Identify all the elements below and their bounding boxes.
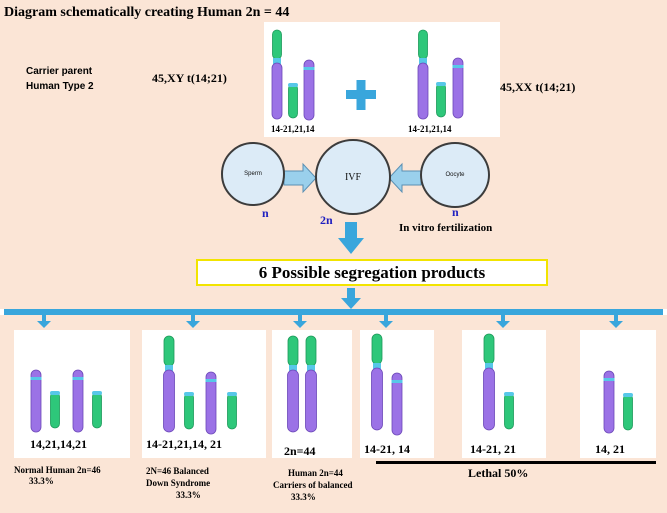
product-1-caption-line1: Normal Human 2n=46 bbox=[14, 465, 101, 475]
lethal-label: Lethal 50% bbox=[468, 466, 529, 480]
product-4-label: 14-21, 14 bbox=[364, 442, 410, 456]
ivf-down-arrow bbox=[338, 222, 364, 254]
product-2-chromosomes bbox=[163, 335, 238, 435]
carrier-parent-label: Carrier parent bbox=[26, 66, 93, 77]
product-5-chromosomes bbox=[483, 333, 515, 431]
product-card-2 bbox=[142, 330, 266, 458]
segregation-down-arrow bbox=[341, 288, 361, 309]
distribution-bar bbox=[4, 309, 663, 315]
oocyte-ploidy: n bbox=[452, 205, 459, 219]
product-3-label: 2n=44 bbox=[284, 444, 316, 458]
product-5-label: 14-21, 21 bbox=[470, 442, 516, 456]
oocyte-label: Oocyte bbox=[445, 172, 465, 178]
product-3-caption-line1: Human 2n=44 bbox=[288, 468, 343, 478]
product-arrow-2 bbox=[186, 315, 200, 328]
male-karyotype-label: 45,XY t(14;21) bbox=[152, 71, 227, 85]
product-1-chromosomes bbox=[30, 369, 103, 433]
female-karyotype-label: 45,XX t(14;21) bbox=[500, 80, 576, 94]
product-card-6 bbox=[580, 330, 656, 458]
sperm-ploidy: n bbox=[262, 206, 269, 220]
product-2-label: 14-21,21,14, 21 bbox=[146, 437, 222, 451]
product-arrow-1 bbox=[37, 315, 51, 328]
oocyte-to-ivf-arrow bbox=[388, 162, 422, 194]
product-3-caption-line3: 33.3% bbox=[291, 492, 316, 502]
product-arrow-4 bbox=[379, 315, 393, 328]
ivf-caption: In vitro fertilization bbox=[399, 222, 493, 234]
sperm-to-ivf-arrow bbox=[283, 162, 317, 194]
product-2-caption-line2: Down Syndrome bbox=[146, 478, 211, 488]
product-arrow-6 bbox=[609, 315, 623, 328]
ivf-label: IVF bbox=[344, 171, 362, 183]
oocyte-circle: Oocyte bbox=[420, 142, 490, 208]
diagram-title: Diagram schematically creating Human 2n … bbox=[4, 5, 290, 20]
male-set-label: 14-21,21,14 bbox=[271, 124, 315, 134]
product-6-label: 14, 21 bbox=[595, 442, 625, 456]
product-6-chromosomes bbox=[603, 370, 634, 434]
ivf-ploidy: 2n bbox=[320, 213, 333, 227]
product-4-chromosomes bbox=[371, 333, 403, 436]
product-arrows bbox=[37, 315, 623, 328]
product-2-caption-line1: 2N=46 Balanced bbox=[146, 466, 209, 476]
product-3-caption-line2: Carriers of balanced bbox=[273, 480, 353, 490]
lethal-underline bbox=[376, 461, 656, 464]
product-1-caption-line2: 33.3% bbox=[29, 476, 54, 486]
product-arrow-3 bbox=[293, 315, 307, 328]
segregation-products-text: 6 Possible segregation products bbox=[258, 262, 486, 282]
sperm-circle: Sperm bbox=[221, 142, 285, 206]
sperm-label: Sperm bbox=[244, 171, 262, 177]
carrier-type-label: Human Type 2 bbox=[26, 81, 94, 92]
plus-symbol bbox=[346, 80, 376, 110]
product-1-label: 14,21,14,21 bbox=[30, 437, 87, 451]
segregation-products-title: 6 Possible segregation products bbox=[196, 259, 548, 286]
product-2-caption-line3: 33.3% bbox=[176, 490, 201, 500]
product-3-chromosomes bbox=[287, 335, 317, 433]
ivf-circle: IVF bbox=[315, 139, 391, 215]
female-set-label: 14-21,21,14 bbox=[408, 124, 452, 134]
product-arrow-5 bbox=[496, 315, 510, 328]
